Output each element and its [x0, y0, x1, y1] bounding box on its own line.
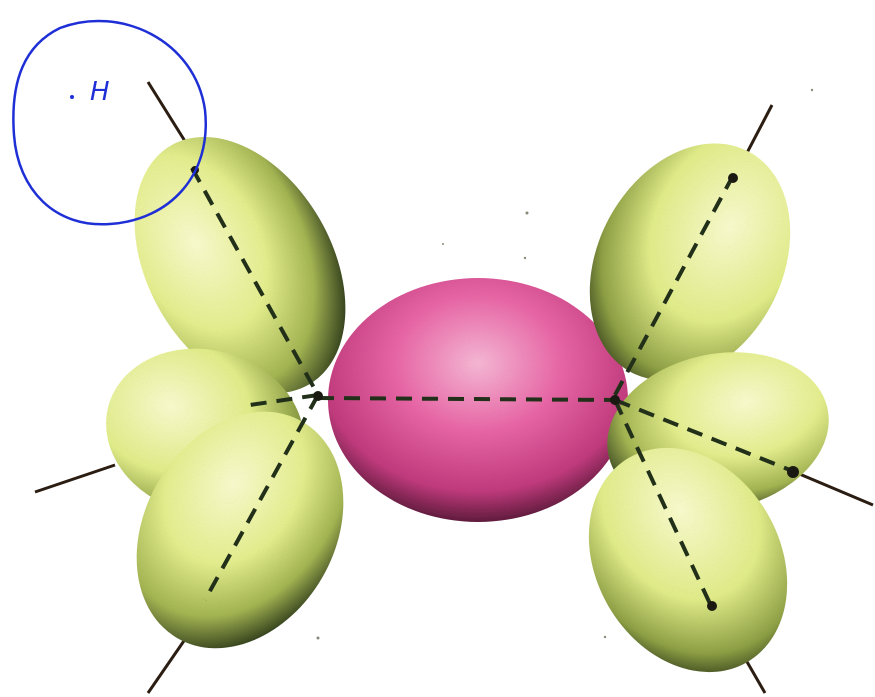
h-end-dot-right — [787, 466, 799, 478]
h-end-dot-upper-right — [728, 173, 738, 183]
axis-lower-left — [148, 635, 188, 693]
axis-left — [35, 465, 115, 492]
annotation-dot — [70, 95, 74, 99]
h-label: H — [90, 77, 110, 107]
axis-right — [790, 470, 873, 505]
nucleus-left — [313, 391, 323, 401]
nucleus-right — [610, 395, 620, 405]
h-end-dot-lower-right — [707, 601, 717, 611]
